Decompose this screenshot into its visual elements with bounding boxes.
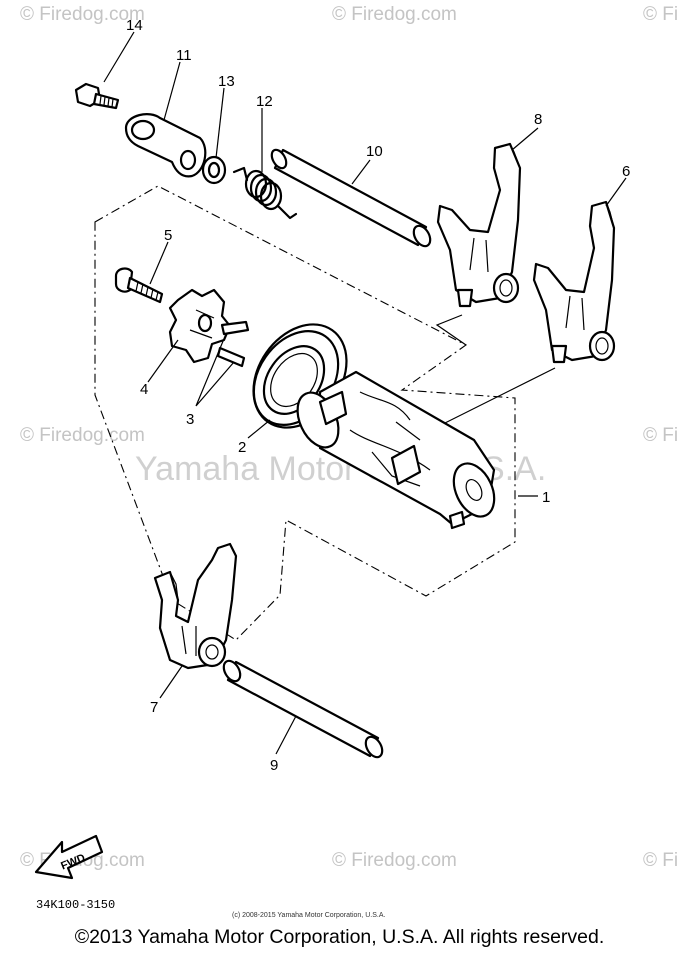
footer-copyright: ©2013 Yamaha Motor Corporation, U.S.A. A… — [74, 926, 605, 948]
part-bearing-2 — [252, 323, 348, 429]
diagram-code: 34K100-3150 — [36, 898, 115, 912]
watermark-top-center: © Firedog.com — [332, 4, 457, 25]
callout-3: 3 — [186, 411, 194, 428]
watermark-top-right: © Firedog.com — [643, 4, 679, 25]
small-copyright: (c) 2008-2015 Yamaha Motor Corporation, … — [232, 912, 385, 919]
callout-5: 5 — [164, 227, 172, 244]
part-washer-13 — [201, 155, 227, 185]
callout-10: 10 — [366, 143, 383, 160]
part-shift-lever-11 — [124, 113, 207, 178]
part-shift-fork-8 — [436, 142, 522, 308]
watermark-mid-right: © Firedog.com — [643, 425, 679, 446]
part-shift-fork-7 — [153, 542, 238, 670]
part-segment-4 — [168, 288, 232, 364]
watermark-mid-left: © Firedog.com — [20, 425, 145, 446]
part-shift-cam-1 — [296, 370, 496, 530]
leader-lines — [103, 31, 627, 755]
fork-6-link-line — [436, 367, 556, 428]
callout-6: 6 — [622, 163, 630, 180]
callout-2: 2 — [238, 439, 246, 456]
part-shaft-9 — [222, 659, 384, 759]
watermark-bottom-right: © Firedog.com — [643, 850, 679, 871]
part-shaft-10 — [270, 148, 432, 248]
part-spring-12 — [232, 166, 298, 220]
callout-1: 1 — [542, 489, 550, 506]
callout-12: 12 — [256, 93, 273, 110]
watermark-bottom-center: © Firedog.com — [332, 850, 457, 871]
fork-8-link-line — [435, 314, 467, 346]
part-dowel-pins-3 — [216, 320, 250, 368]
callout-11: 11 — [176, 47, 192, 64]
callout-7: 7 — [150, 699, 158, 716]
callout-9: 9 — [270, 757, 278, 774]
part-bolt-14 — [74, 82, 120, 110]
callout-8: 8 — [534, 111, 542, 128]
watermark-top-left: © Firedog.com — [20, 4, 145, 25]
callout-labels: 14 11 13 12 10 8 6 5 4 3 2 1 7 9 — [126, 17, 630, 774]
callout-13: 13 — [218, 73, 235, 90]
part-shift-fork-6 — [532, 200, 616, 364]
part-screw-5 — [114, 267, 164, 304]
callout-14: 14 — [126, 17, 143, 34]
callout-4: 4 — [140, 381, 148, 398]
